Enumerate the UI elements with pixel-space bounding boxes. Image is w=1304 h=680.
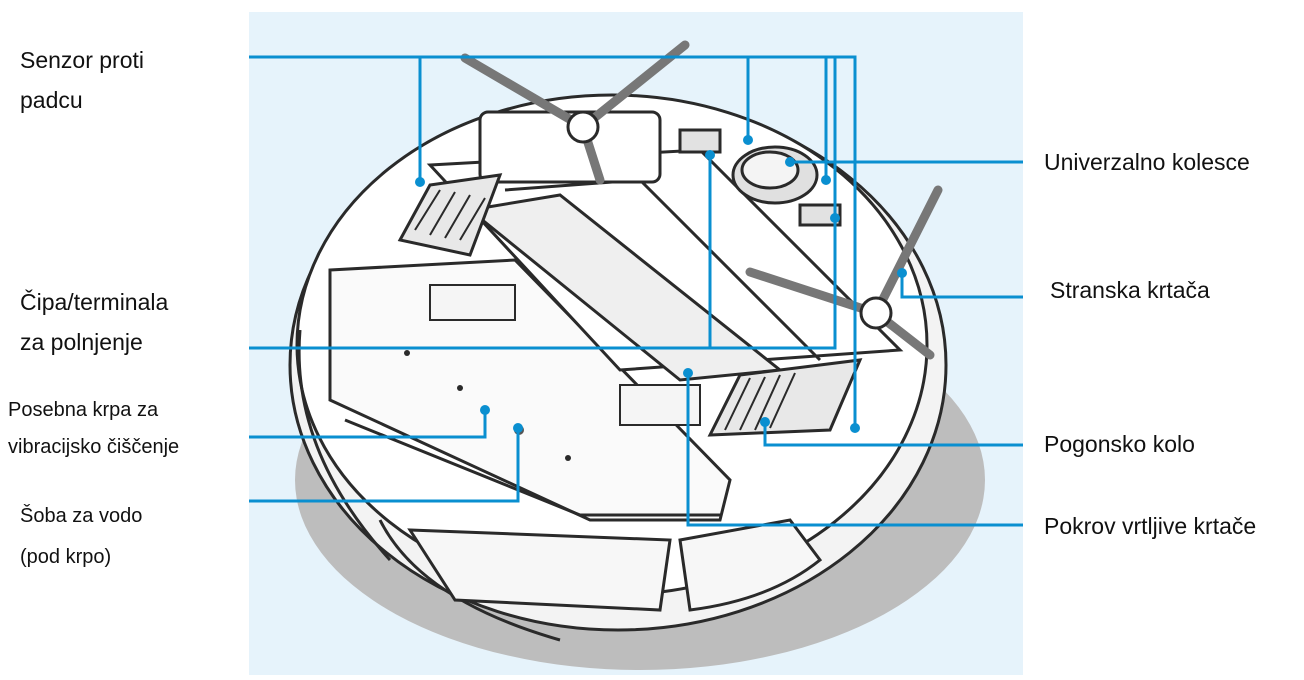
label-charging-contacts-line1: Čipa/terminala	[20, 289, 169, 315]
label-vibration-cloth: Posebna krpa za vibracijsko čiščenje	[8, 392, 179, 466]
label-fall-sensor: Senzor proti padcu	[20, 40, 144, 120]
label-water-nozzle-line1: Šoba za vodo	[20, 505, 143, 527]
label-brush-cover: Pokrov vrtljive krtače	[1044, 513, 1257, 539]
label-drive-wheel: Pogonsko kolo	[1044, 431, 1195, 457]
robot-vacuum	[288, 93, 948, 642]
label-water-nozzle: Šoba za vodo (pod krpo)	[20, 498, 142, 576]
label-universal-wheel: Univerzalno kolesce	[1044, 149, 1250, 175]
label-charging-contacts: Čipa/terminala za polnjenje	[20, 282, 168, 362]
label-vibration-cloth-line2: vibracijsko čiščenje	[8, 436, 180, 458]
side-brush-top	[460, 40, 690, 185]
label-side-brush: Stranska krtača	[1050, 277, 1210, 303]
leader-dots	[415, 135, 907, 433]
label-vibration-cloth-line1: Posebna krpa za	[8, 399, 159, 421]
label-fall-sensor-line2: padcu	[20, 87, 83, 113]
label-charging-contacts-line2: za polnjenje	[20, 329, 143, 355]
leader-lines	[249, 55, 1023, 527]
label-fall-sensor-line1: Senzor proti	[20, 47, 145, 73]
label-water-nozzle-line2: (pod krpo)	[20, 546, 112, 568]
